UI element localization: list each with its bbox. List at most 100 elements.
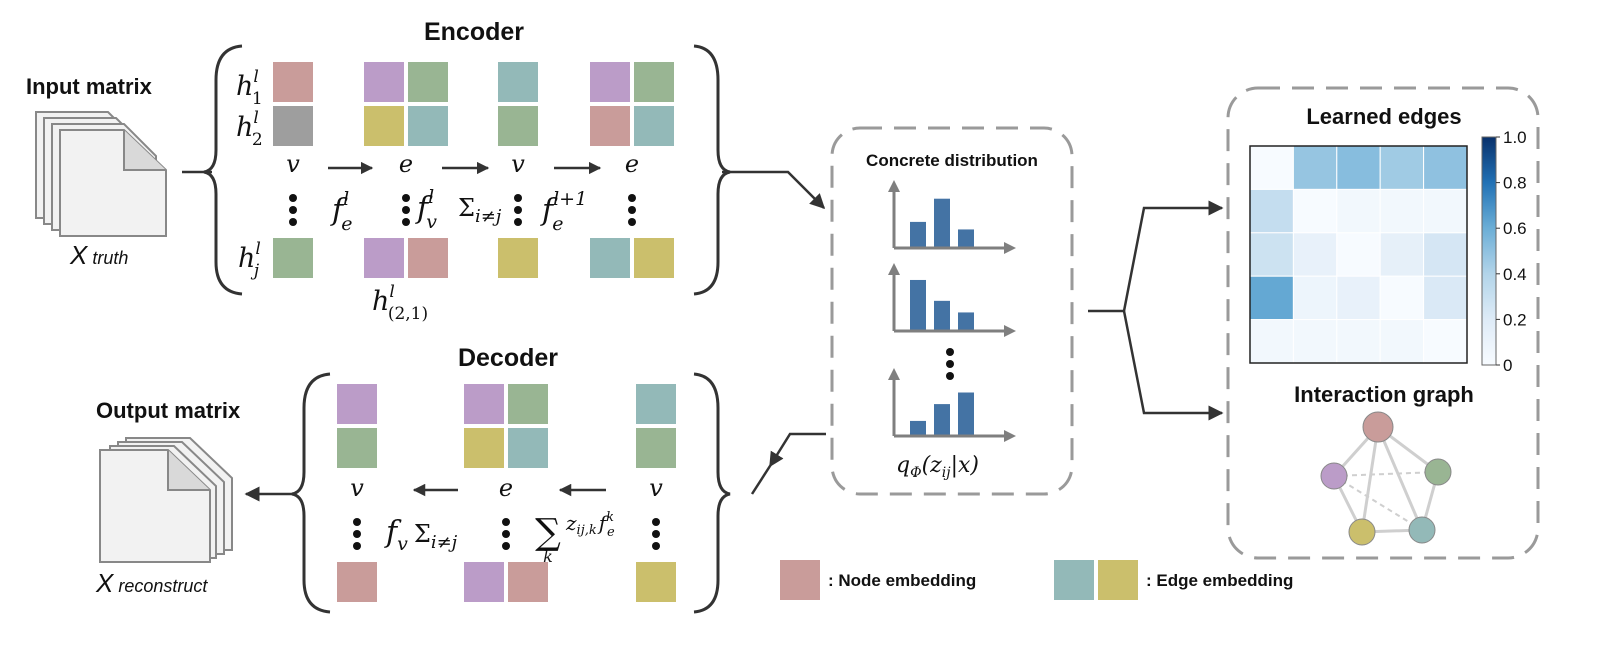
heatmap-cell-4-1 — [1249, 275, 1294, 321]
hist2-bar-3 — [958, 312, 974, 331]
dec-sq-v2-r3 — [636, 562, 676, 602]
hist3-bar-3 — [958, 392, 974, 436]
graph-node-4 — [1348, 518, 1376, 546]
concrete-formula: qΦ(zij|x) — [896, 453, 979, 481]
enc-sq-e2-r1a — [590, 62, 630, 102]
heatmap-cell-3-2 — [1292, 232, 1338, 277]
decoder-vertical-dots — [353, 518, 660, 550]
heatmap-cell-5-4 — [1379, 319, 1425, 364]
legend: : Node embedding : Edge embedding — [780, 560, 1293, 600]
hist3-y-arrow — [888, 368, 900, 380]
concrete-to-decoder-arrow — [768, 432, 826, 468]
output-matrix-title: Output matrix — [96, 398, 241, 423]
encoder-title: Encoder — [424, 18, 524, 46]
colorbar-tick-label-0: 1.0 — [1503, 128, 1527, 147]
enc-sq-e1-r1b — [408, 62, 448, 102]
decoder-title: Decoder — [458, 344, 558, 372]
dec-sq-e-r2a — [464, 428, 504, 468]
dec-sum-symbol: ∑ — [535, 512, 561, 553]
legend-node-label: : Node embedding — [828, 571, 976, 590]
heatmap-cell-3-3 — [1336, 232, 1381, 277]
enc-v2-label: v — [511, 150, 525, 178]
enc-sq-e1-r3b — [408, 238, 448, 278]
dec-sq-v2-r2 — [636, 428, 676, 468]
heatmap-border — [1249, 145, 1468, 364]
enc-sq-v1-r3 — [273, 238, 313, 278]
graph-edge-4 — [1376, 426, 1424, 531]
enc-sq-e2-r2a — [590, 106, 630, 146]
concrete-distribution: Concrete distribution qΦ(zij|x) — [830, 126, 1074, 496]
heatmap-cell-1-4 — [1379, 145, 1425, 190]
dec-sum-index: k — [543, 547, 553, 566]
histogram-3 — [888, 368, 1016, 442]
heatmap-cell-4-3 — [1336, 275, 1381, 321]
encoder-to-concrete-arrow — [722, 170, 826, 210]
learned-edges-heatmap — [1249, 145, 1468, 364]
hist3-x-arrow — [1004, 430, 1016, 442]
concrete-box — [830, 126, 1074, 496]
dec-sq-v1-r2 — [337, 428, 377, 468]
enc-sum-formula: Σi≠j — [458, 194, 502, 227]
hist2-y-arrow — [888, 263, 900, 275]
enc-sq-v1-r2 — [273, 106, 313, 146]
output-matrix-stack-icon — [99, 437, 233, 563]
enc-sq-e2-r2b — [634, 106, 674, 146]
graph-node-3 — [1424, 458, 1452, 486]
heatmap-cell-4-2 — [1292, 275, 1338, 321]
interaction-graph — [1320, 411, 1452, 546]
graph-node-2 — [1320, 462, 1348, 490]
enc-sq-v1-r1 — [273, 62, 313, 102]
dec-v2-label: v — [649, 474, 663, 502]
concrete-vertical-dots — [946, 348, 954, 380]
input-matrix-stack-icon — [35, 111, 167, 237]
decoder-left-brace — [291, 372, 331, 614]
colorbar-tick-label-4: 0.2 — [1503, 310, 1527, 329]
enc-sq-e2-r3b — [634, 238, 674, 278]
dec-sq-e-r1a — [464, 384, 504, 424]
graph-node-1 — [1362, 411, 1394, 443]
enc-sq-e2-r3a — [590, 238, 630, 278]
dec-sq-e-r2b — [508, 428, 548, 468]
heatmap-cell-2-1 — [1249, 188, 1294, 234]
legend-node-swatch — [780, 560, 820, 600]
graph-edge-3 — [1360, 426, 1380, 533]
dec-v1-label: v — [350, 474, 364, 502]
heatmap-cell-3-1 — [1249, 232, 1294, 277]
hist3-bar-2 — [934, 404, 950, 436]
hist1-x-arrow — [1004, 242, 1016, 254]
encoder-right-brace — [693, 44, 731, 296]
enc-sq-e1-r1a — [364, 62, 404, 102]
dec-sq-e-r3b — [508, 562, 548, 602]
encoder-left-brace — [203, 44, 243, 296]
graph-node-5 — [1408, 516, 1436, 544]
dec-sq-e-r3a — [464, 562, 504, 602]
heatmap-cell-2-3 — [1336, 188, 1381, 234]
encoder-vertical-dots — [289, 194, 636, 226]
legend-edge-label: : Edge embedding — [1146, 571, 1293, 590]
colorbar-tick-label-1: 0.8 — [1503, 174, 1527, 193]
colorbar-tick-label-3: 0.4 — [1503, 265, 1527, 284]
colorbar-tick-label-5: 0 — [1503, 356, 1512, 375]
decoder-right-brace — [693, 372, 731, 614]
heatmap-cell-3-4 — [1379, 232, 1425, 277]
histogram-1 — [888, 180, 1016, 254]
dec-sq-v1-r3 — [337, 562, 377, 602]
colorbar-tick-label-2: 0.6 — [1503, 219, 1527, 238]
heatmap-cell-5-5 — [1423, 319, 1468, 364]
fork-connector — [1088, 200, 1224, 421]
graph-weak-edge-1 — [1333, 471, 1439, 477]
right-panel: Learned edges 1.00.80.60.40.20 Interacti… — [1226, 86, 1540, 560]
enc-sq-e1-r3a — [364, 238, 404, 278]
dec-sq-v2-r1 — [636, 384, 676, 424]
encoder-embeddings — [273, 62, 674, 278]
heatmap-cell-5-1 — [1249, 319, 1294, 364]
heatmap-cell-1-2 — [1292, 145, 1338, 190]
